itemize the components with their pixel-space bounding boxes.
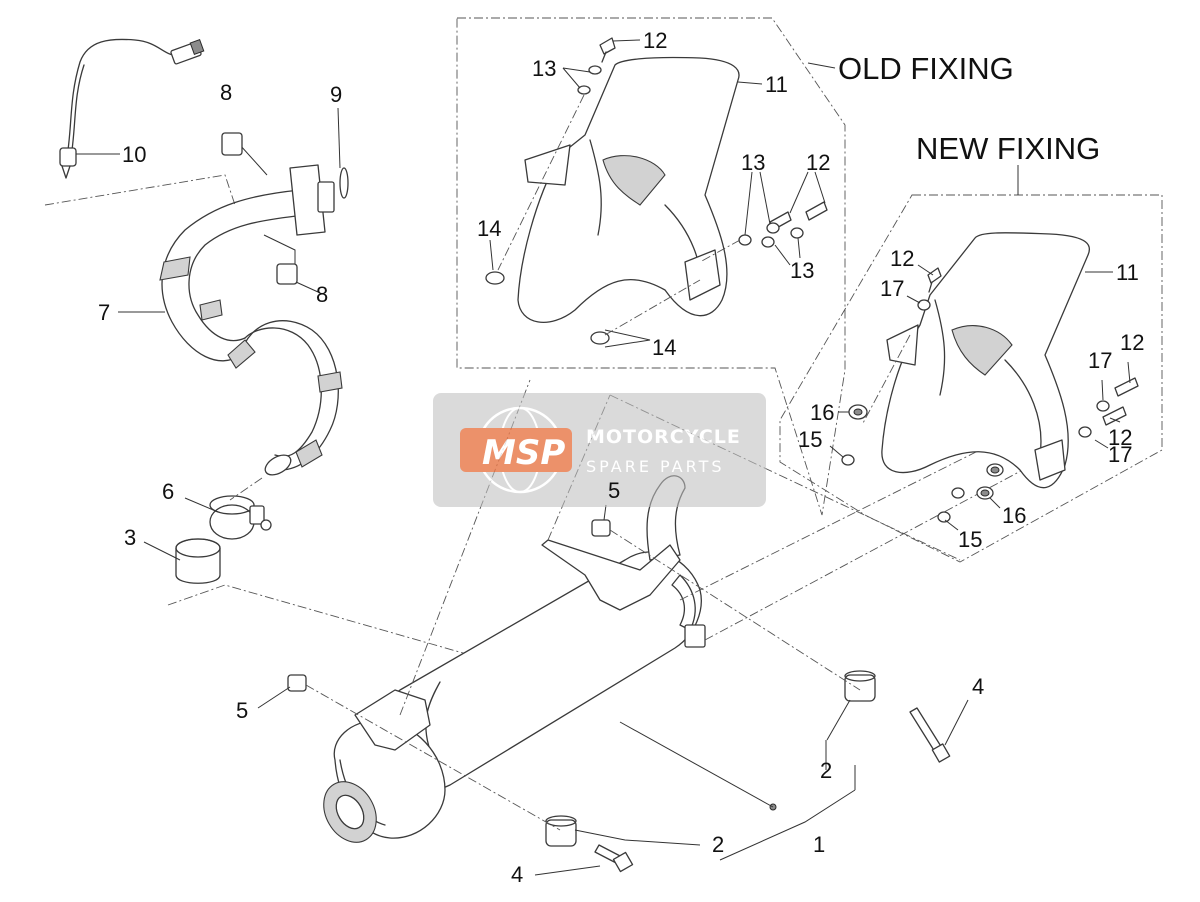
callout-2-front: 2 <box>712 832 724 857</box>
callout-9: 9 <box>330 82 342 107</box>
old-grommet-left <box>485 271 505 285</box>
callout-3: 3 <box>124 525 136 550</box>
callout-old-14-left: 14 <box>477 216 501 241</box>
callout-10: 10 <box>122 142 146 167</box>
callout-new-12-lower: 12 <box>1108 425 1132 450</box>
cover-new <box>881 232 1091 489</box>
rubber-mount-rear <box>844 670 876 702</box>
callout-new-16-bottom: 16 <box>1002 503 1026 528</box>
callout-new-12-side: 12 <box>1120 330 1144 355</box>
old-fixing-frame <box>456 17 846 516</box>
new-washer-left <box>841 454 855 466</box>
callout-old-13-side-b: 13 <box>790 258 814 283</box>
callout-4-front: 4 <box>511 862 523 887</box>
callout-new-16-left: 16 <box>810 400 834 425</box>
callout-new-15-left: 15 <box>798 427 822 452</box>
callout-old-12-top: 12 <box>643 28 667 53</box>
callout-new-11: 11 <box>1116 260 1139 285</box>
callout-new-17-lower: 17 <box>1108 442 1132 467</box>
callout-4-rear: 4 <box>972 674 984 699</box>
watermark-line-2: SPARE PARTS <box>586 457 725 476</box>
clamp <box>209 495 272 540</box>
silencer <box>323 475 777 843</box>
new-fixing-frame <box>779 194 1163 563</box>
new-fixing-heading: NEW FIXING <box>916 131 1100 166</box>
sleeve <box>175 538 221 584</box>
callout-new-15-bottom: 15 <box>958 527 982 552</box>
new-screws-side <box>1078 377 1139 438</box>
new-washer-top <box>917 299 931 311</box>
old-grommet-bottom <box>590 331 610 345</box>
callout-8-upper: 8 <box>220 80 232 105</box>
callout-8-lower: 8 <box>316 282 328 307</box>
old-fixing-heading: OLD FIXING <box>838 51 1014 86</box>
old-screw-top <box>599 37 616 63</box>
callout-6: 6 <box>162 479 174 504</box>
callout-2-rear: 2 <box>820 758 832 783</box>
gasket-upper <box>221 132 243 156</box>
callout-old-11: 11 <box>765 72 788 97</box>
bush-lower <box>287 674 307 692</box>
callout-old-13-top: 13 <box>532 56 556 81</box>
cover-old <box>517 56 740 323</box>
watermark-logo: MSP MOTORCYCLE SPARE PARTS <box>433 393 766 507</box>
old-washer-top-b <box>577 85 591 95</box>
bolt-rear <box>909 707 951 763</box>
old-screws-side <box>738 201 828 248</box>
lambda-sensor <box>59 38 205 179</box>
rubber-mount-front <box>545 815 577 847</box>
bush-upper <box>591 519 611 537</box>
callout-5-lower: 5 <box>236 698 248 723</box>
header-pipe <box>159 164 349 476</box>
callout-new-12-top: 12 <box>890 246 914 271</box>
new-rubbers-bottom <box>937 463 1004 523</box>
callout-new-17-top: 17 <box>880 276 904 301</box>
old-washer-top-a <box>588 65 602 75</box>
bolt-front <box>594 844 634 873</box>
callout-new-17-side: 17 <box>1088 348 1112 373</box>
callout-old-12-side: 12 <box>806 150 830 175</box>
new-screw-top <box>927 267 942 293</box>
callout-old-13-side-a: 13 <box>741 150 765 175</box>
callout-old-14-bottom: 14 <box>652 335 676 360</box>
watermark-logo-text: MSP <box>482 433 565 473</box>
callout-7: 7 <box>98 300 110 325</box>
callout-1: 1 <box>813 832 825 857</box>
new-rubber-left <box>848 404 868 420</box>
callout-5-upper: 5 <box>608 478 620 503</box>
watermark-line-1: MOTORCYCLE <box>586 426 741 448</box>
gasket-lower <box>276 263 298 285</box>
